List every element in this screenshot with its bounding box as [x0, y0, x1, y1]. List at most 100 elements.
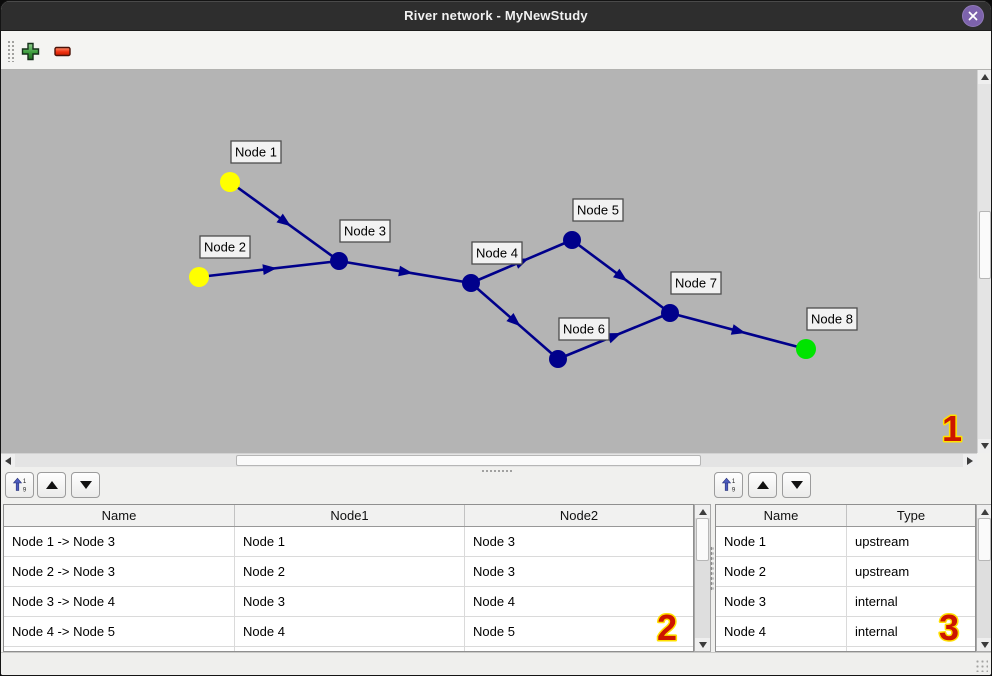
status-strip	[1, 652, 991, 675]
network-node[interactable]	[462, 274, 480, 292]
table-cell[interactable]: Node 3	[235, 587, 465, 616]
table-cell[interactable]: Node 2	[716, 557, 847, 586]
canvas-horizontal-scrollbar[interactable]	[1, 453, 977, 467]
table-cell[interactable]: upstream	[855, 534, 910, 549]
toolbar-drag-handle[interactable]	[7, 40, 15, 62]
add-button[interactable]	[18, 39, 42, 63]
column-header[interactable]: Name	[716, 505, 847, 526]
nodes-move-up-button[interactable]	[748, 472, 777, 498]
table-cell[interactable]: Node 3	[473, 564, 515, 579]
vertical-scroll-thumb[interactable]	[978, 518, 991, 561]
network-node[interactable]	[220, 172, 240, 192]
arrow-up-icon	[980, 508, 989, 515]
table-row[interactable]: Node 1 upstream	[716, 527, 975, 557]
nodes-move-down-button[interactable]	[782, 472, 811, 498]
network-node[interactable]	[330, 252, 348, 270]
main-toolbar	[1, 31, 991, 70]
edges-move-up-button[interactable]	[37, 472, 66, 498]
table-cell[interactable]: Node 5	[473, 624, 515, 639]
table-cell[interactable]: Node 1	[235, 527, 465, 556]
svg-text:Node 8: Node 8	[811, 312, 853, 327]
scroll-up-button[interactable]	[695, 505, 710, 518]
table-cell[interactable]: Node 4	[473, 594, 515, 609]
table-cell[interactable]: Node 4 -> Node 5	[4, 617, 235, 646]
svg-text:Node 5: Node 5	[577, 203, 619, 218]
scroll-up-button[interactable]	[977, 505, 991, 518]
node-label[interactable]: Node 8	[806, 307, 858, 331]
table-cell[interactable]: Node 4	[716, 617, 847, 646]
scroll-down-button[interactable]	[978, 439, 991, 453]
edges-table-scrollbar[interactable]	[694, 504, 711, 652]
svg-text:Node 2: Node 2	[204, 240, 246, 255]
edge-arrowhead-icon	[506, 313, 521, 327]
table-cell[interactable]: internal	[855, 594, 898, 609]
table-cell[interactable]	[4, 647, 235, 651]
table-cell[interactable]	[235, 647, 465, 651]
table-cell[interactable]: Node 3	[473, 534, 515, 549]
node-label[interactable]: Node 7	[670, 271, 722, 295]
canvas-vertical-scrollbar[interactable]	[977, 70, 991, 453]
scroll-down-button[interactable]	[977, 638, 991, 651]
node-label[interactable]: Node 2	[199, 235, 251, 259]
network-node[interactable]	[189, 267, 209, 287]
table-cell[interactable]: Node 1 -> Node 3	[4, 527, 235, 556]
table-row[interactable]: Node 2 upstream	[716, 557, 975, 587]
table-cell[interactable]	[716, 647, 847, 651]
table-row[interactable]: Node 3 internal	[716, 587, 975, 617]
edges-move-down-button[interactable]	[71, 472, 100, 498]
nodes-table-scrollbar[interactable]	[976, 504, 991, 652]
table-cell[interactable]: Node 4	[235, 617, 465, 646]
table-cell[interactable]: Node 3 -> Node 4	[4, 587, 235, 616]
close-button[interactable]	[962, 5, 984, 27]
vertical-scroll-thumb[interactable]	[696, 518, 709, 561]
network-node[interactable]	[563, 231, 581, 249]
svg-text:9: 9	[731, 487, 735, 493]
tables-splitter-handle[interactable]	[710, 546, 714, 592]
edges-sort-button[interactable]: 1 9	[5, 472, 34, 498]
vertical-scroll-thumb[interactable]	[979, 211, 991, 279]
svg-text:9: 9	[22, 487, 26, 493]
node-label[interactable]: Node 5	[572, 198, 624, 222]
node-label[interactable]: Node 6	[558, 317, 610, 341]
column-header[interactable]: Node2	[559, 508, 599, 523]
table-cell[interactable]: Node 2 -> Node 3	[4, 557, 235, 586]
network-node[interactable]	[549, 350, 567, 368]
table-row[interactable]: Node 4 internal	[716, 617, 975, 647]
column-header[interactable]: Type	[896, 508, 926, 523]
table-cell[interactable]: Node 1	[716, 527, 847, 556]
arrow-right-icon	[967, 456, 973, 465]
scroll-left-button[interactable]	[1, 454, 15, 467]
table-cell[interactable]: Node 3	[716, 587, 847, 616]
network-canvas[interactable]: Node 1 Node 2 Node 3 Node 4 Node 5 Node 6 Node…	[1, 70, 977, 453]
edge-arrowhead-icon	[398, 265, 413, 277]
column-header[interactable]: Node1	[235, 505, 465, 526]
panel-splitter-handle[interactable]	[481, 469, 513, 473]
table-row[interactable]	[716, 647, 975, 651]
scroll-right-button[interactable]	[963, 454, 977, 467]
minus-icon	[53, 46, 71, 56]
node-label[interactable]: Node 4	[471, 241, 523, 265]
network-node[interactable]	[661, 304, 679, 322]
node-label[interactable]: Node 1	[230, 140, 282, 164]
arrow-up-icon	[981, 74, 989, 80]
horizontal-scroll-thumb[interactable]	[236, 455, 701, 466]
resize-grip[interactable]	[975, 659, 988, 672]
scroll-down-button[interactable]	[695, 638, 710, 651]
remove-button[interactable]	[50, 39, 74, 63]
table-cell[interactable]: Node 2	[235, 557, 465, 586]
table-cell[interactable]: upstream	[855, 564, 910, 579]
column-header[interactable]: Name	[4, 505, 235, 526]
network-node[interactable]	[796, 339, 816, 359]
scroll-up-button[interactable]	[978, 70, 991, 84]
table-cell[interactable]: internal	[855, 624, 898, 639]
table-row[interactable]	[4, 647, 693, 651]
node-label[interactable]: Node 3	[339, 219, 391, 243]
nodes-sort-button[interactable]: 1 9	[714, 472, 743, 498]
